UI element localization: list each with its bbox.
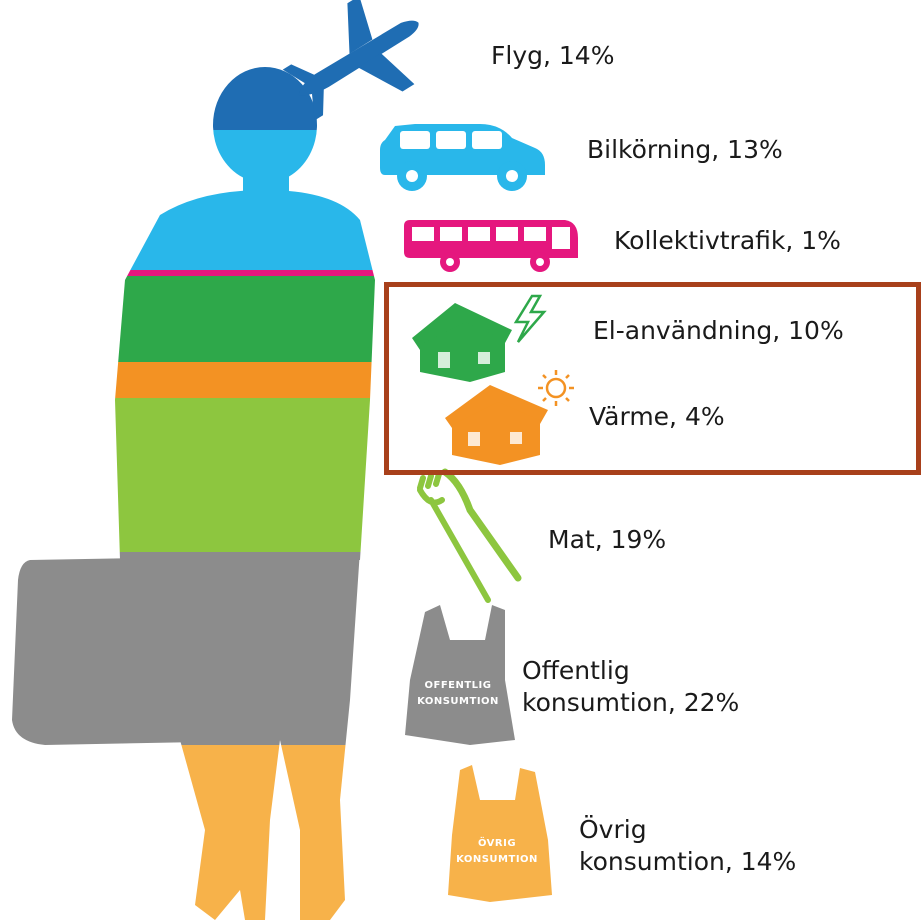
orange-bag-icon: ÖVRIG KONSUMTION: [448, 765, 552, 902]
house-sun-icon: [445, 370, 574, 465]
band-aviation: [12, 67, 375, 130]
band-transit: [12, 270, 375, 276]
band-public: [12, 552, 375, 745]
label-other-line2: konsumtion, 14%: [579, 847, 797, 876]
label-other: Övrig konsumtion, 14%: [579, 814, 796, 878]
label-transit: Kollektivtrafik, 1%: [614, 226, 841, 255]
bus-icon: [404, 220, 578, 272]
house-lightning-icon: [412, 294, 547, 382]
label-aviation: Flyg, 14%: [491, 41, 615, 70]
label-heating: Värme, 4%: [589, 402, 725, 431]
label-food: Mat, 19%: [548, 525, 667, 554]
label-public-line2: konsumtion, 22%: [522, 688, 740, 717]
car-icon: [380, 124, 545, 191]
highlight-frame: [384, 282, 921, 475]
bag-text: ÖVRIG: [478, 835, 516, 849]
airplane-icon: [282, 0, 419, 121]
label-driving: Bilkörning, 13%: [587, 135, 783, 164]
bag-text: KONSUMTION: [417, 696, 499, 707]
bag-text: KONSUMTION: [456, 854, 538, 865]
label-public-line1: Offentlig: [522, 656, 630, 685]
label-other-line1: Övrig: [579, 815, 647, 844]
fork-knife-icon: [417, 468, 522, 603]
label-public: Offentlig konsumtion, 22%: [522, 655, 739, 719]
gray-bag-icon: OFFENTLIG KONSUMTION: [405, 605, 515, 745]
label-electricity: El-användning, 10%: [593, 316, 844, 345]
bag-text: OFFENTLIG: [425, 680, 492, 691]
